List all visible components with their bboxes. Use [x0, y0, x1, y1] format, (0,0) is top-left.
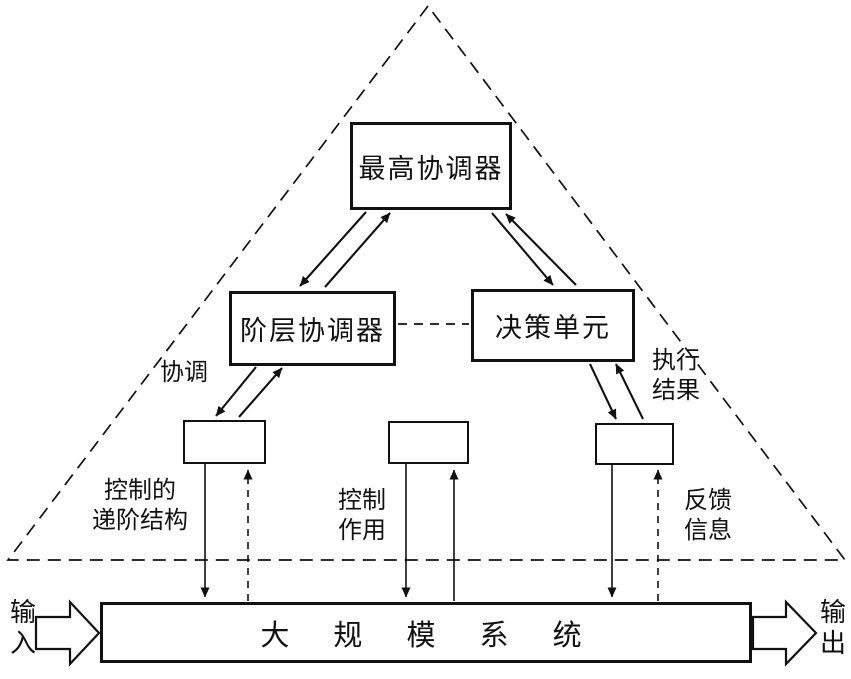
execution-result-label: 执行 结果: [652, 347, 700, 404]
arrow-smallleft-to-midleft: [238, 367, 283, 418]
output-label: 输 出: [820, 597, 847, 659]
input-block-arrow: [34, 599, 101, 667]
arrow-top-to-midleft: [299, 211, 367, 287]
arrow-midright-to-smallright: [589, 363, 617, 420]
input-label: 输 入: [10, 597, 37, 659]
output-block-arrow: [751, 599, 818, 667]
large-scale-system-box: 大 规 模 系 统: [100, 602, 752, 663]
control-unit-left-box: [183, 420, 266, 464]
coordination-label: 协调: [160, 359, 208, 386]
arrow-midright-to-top: [505, 213, 577, 286]
feedback-info-label: 反馈 信息: [684, 487, 732, 544]
control-unit-right-box: [595, 423, 674, 465]
control-unit-middle-box: [388, 421, 469, 464]
arrow-midleft-to-top: [324, 212, 391, 288]
arrow-midleft-to-smallleft: [215, 366, 257, 417]
decision-unit-box: 决策单元: [471, 289, 635, 362]
arrow-smallright-to-midright: [615, 363, 644, 420]
arrow-top-to-midright: [491, 212, 554, 286]
top-coordinator-box: 最高协调器: [350, 122, 512, 210]
triangle-outline: [6, 4, 847, 561]
control-action-label: 控制 作用: [338, 487, 386, 544]
control-structure-label: 控制的 递阶结构: [92, 477, 188, 534]
hierarchical-coordinator-box: 阶层协调器: [229, 291, 396, 366]
